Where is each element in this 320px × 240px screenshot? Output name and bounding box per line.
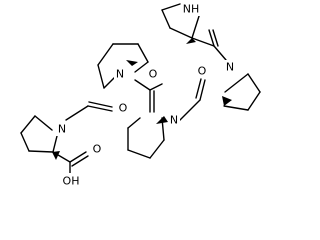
bond [127,149,151,159]
bond [65,105,89,121]
atom-labels: N O OH O N O N O N NH [56,2,236,188]
atom-label-hydroxyl: OH [63,175,80,188]
atom-label-oxygen: O [198,65,207,78]
bond [177,99,201,123]
atom-label-amine: NH [183,3,200,16]
bond [247,73,261,93]
bond [191,37,215,47]
bond [149,83,163,91]
bond [149,139,165,159]
bond [69,151,87,163]
atom-label-oxygen: O [93,143,102,156]
bond [127,117,141,129]
bond [87,105,113,112]
bond [161,9,171,29]
atom-label-oxygen: O [119,102,128,115]
atom-label-nitrogen: N [116,68,124,81]
bonds [20,3,261,177]
bond [208,29,215,47]
bond [20,115,36,134]
bond [247,91,261,111]
wedge-bond [186,38,196,44]
molecule-drawing: N O OH O N O N O N NH [20,2,261,188]
bond [199,79,206,101]
wedge-bond [126,60,138,66]
bond [191,12,201,39]
bond [169,27,193,39]
stereo-wedges [52,38,232,160]
bond [71,155,89,167]
atom-label-oxygen: O [149,68,158,81]
atom-label-nitrogen: N [226,61,234,74]
bond [223,105,249,111]
structure-canvas: N O OH O N O N O N NH [20,2,261,188]
bond [20,132,30,152]
bond [28,150,54,153]
bond [212,29,219,47]
atom-label-nitrogen: N [58,123,66,136]
bond [161,3,181,11]
bond [34,115,53,131]
bond [195,78,202,99]
bond [97,64,105,89]
wedge-bond [156,116,168,124]
bond [137,43,149,63]
bond [134,79,151,91]
wedge-bond [52,151,60,160]
bond [224,73,249,93]
bond [97,43,114,66]
bond [134,61,149,73]
bond [213,45,227,61]
wedge-bond [222,96,232,106]
atom-label-nitrogen: N [170,114,178,127]
bond [88,101,113,108]
